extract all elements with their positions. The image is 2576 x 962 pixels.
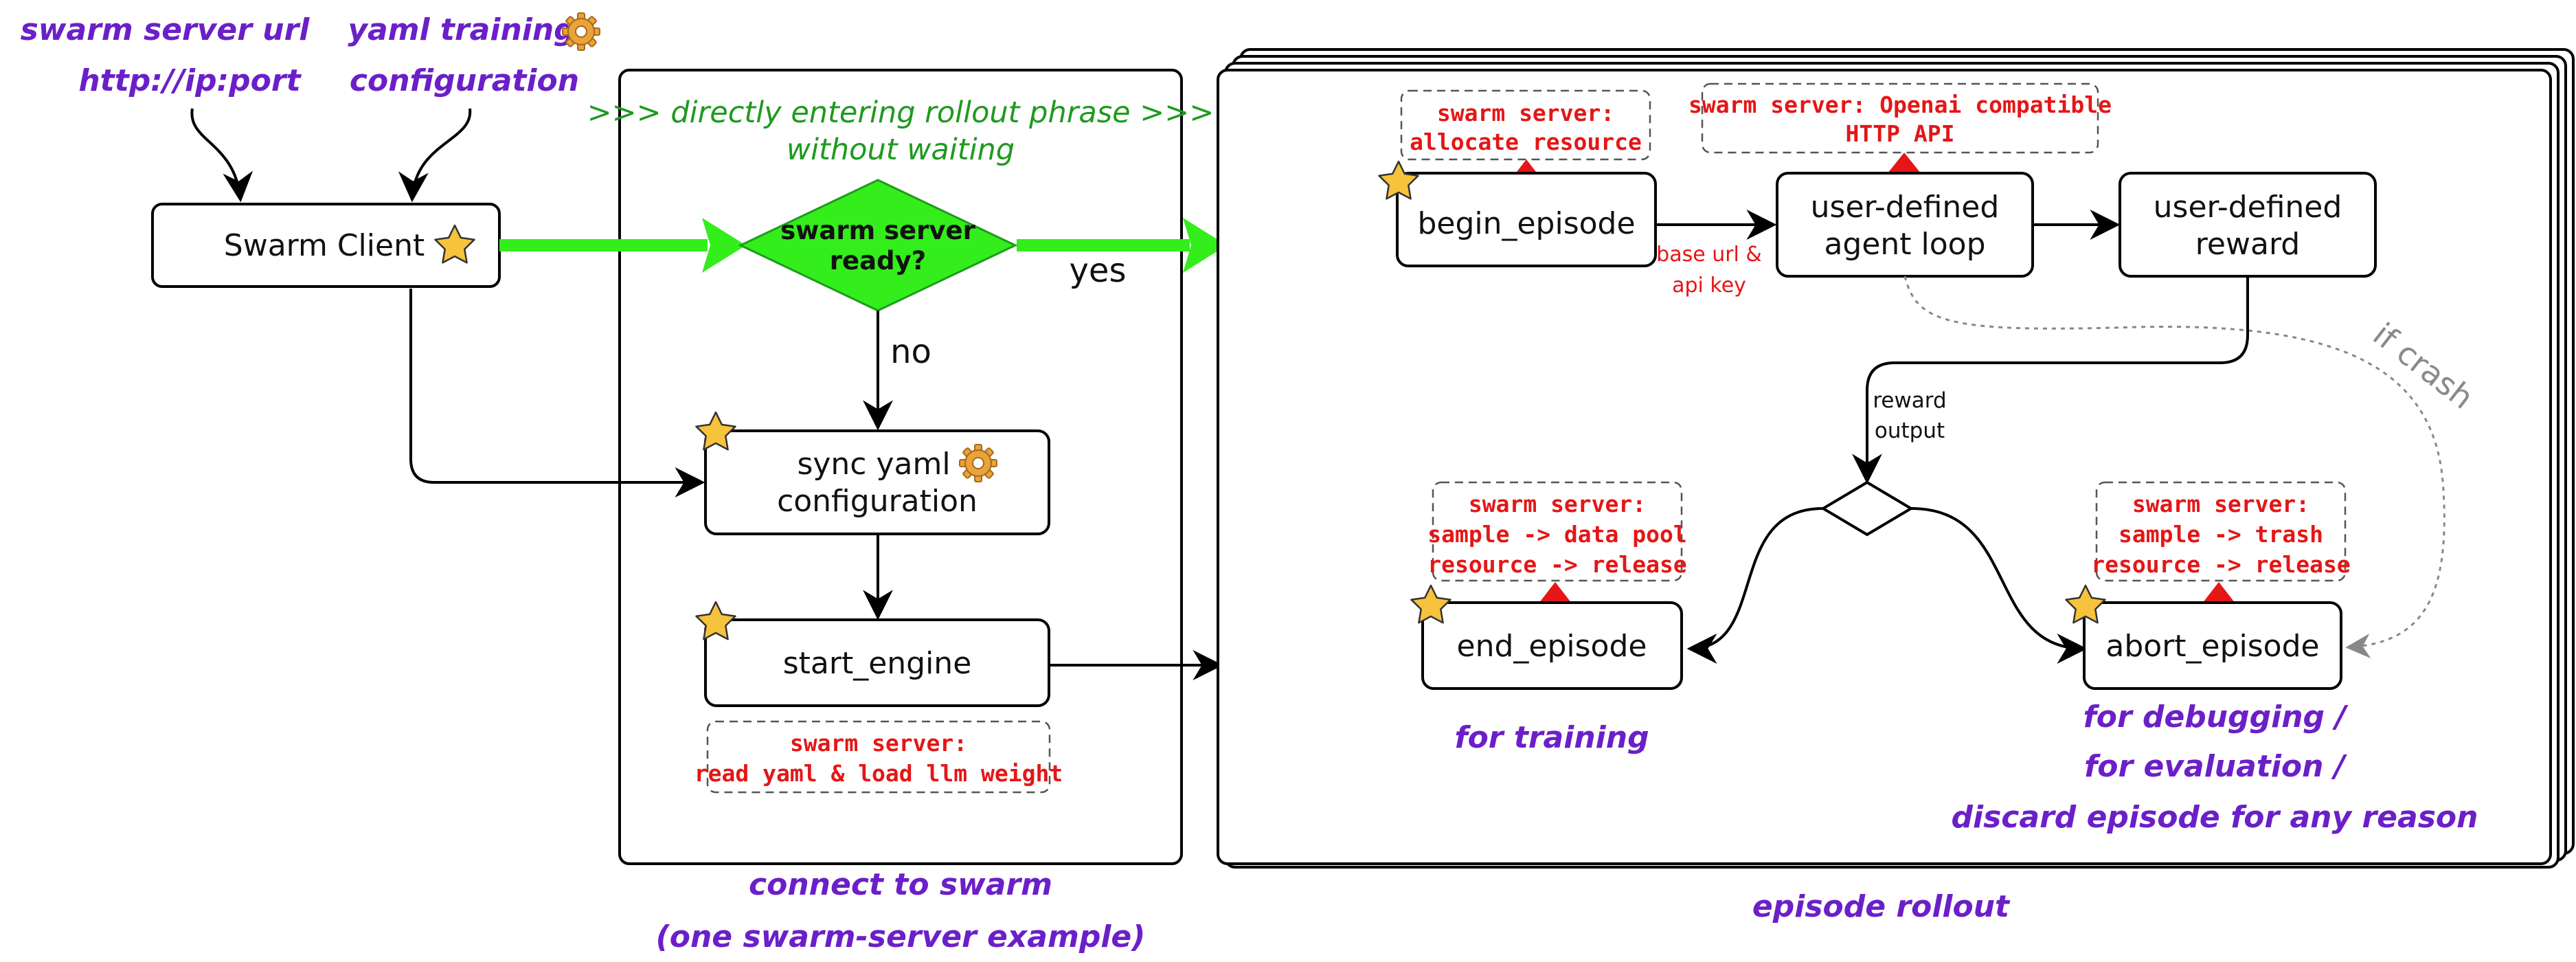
yaml-configuration-label: configuration — [350, 63, 579, 98]
start-engine-label: start_engine — [783, 646, 972, 681]
engine-note-line-2: read yaml & load llm weight — [694, 760, 1063, 787]
decision-to-end-arrow — [1686, 507, 1824, 664]
engine-note: swarm server: read yaml & load llm weigh… — [694, 720, 1063, 794]
abort-caption-line-1: for debugging / — [2083, 700, 2349, 735]
outcome-decision — [1820, 480, 1914, 537]
agent-line-2: agent loop — [1824, 227, 1985, 262]
gear-icon — [959, 444, 997, 482]
end-episode-label: end_episode — [1457, 629, 1647, 664]
reward-line-2: reward — [2195, 227, 2300, 262]
end-note-line-2: sample -> data pool — [1427, 521, 1687, 548]
agent-note: swarm server: Openai compatible HTTP API — [1688, 82, 2112, 154]
url-input-arrow — [190, 108, 253, 203]
agent-note-line-2: HTTP API — [1846, 120, 1955, 147]
connect-caption-line-1: connect to swarm — [749, 867, 1052, 902]
abort-episode-label: abort_episode — [2105, 629, 2319, 664]
abort-caption-line-2: for evaluation / — [2084, 749, 2348, 784]
swarm-url-label: swarm server url — [21, 12, 310, 47]
decision-line-1: swarm server — [780, 216, 975, 245]
server-ready-decision: swarm server ready? — [738, 179, 1018, 312]
sync-line-2: configuration — [777, 484, 978, 519]
connect-header-line-1: >>> directly entering rollout phrase >>> — [587, 96, 1214, 130]
base-url-line-2: api key — [1672, 273, 1746, 298]
engine-note-line-1: swarm server: — [790, 730, 967, 757]
start-engine-node: start_engine — [704, 618, 1050, 707]
base-url-line-1: base url & — [1656, 243, 1762, 267]
agent-note-pointer — [1888, 153, 1921, 173]
end-note-line-1: swarm server: — [1469, 491, 1646, 517]
agent-loop-node: user-defined agent loop — [1776, 172, 2034, 278]
decision-to-abort-arrow — [1910, 507, 2088, 664]
begin-episode-label: begin_episode — [1417, 206, 1635, 241]
rollout-caption: episode rollout — [1752, 889, 2011, 924]
end-caption: for training — [1454, 720, 1649, 755]
abort-caption-line-3: discard episode for any reason — [1952, 800, 2478, 835]
gear-icon — [562, 12, 600, 51]
abort-note-line-3: resource -> release — [2091, 551, 2351, 578]
begin-note: swarm server: allocate resource — [1400, 89, 1651, 161]
abort-note-pointer — [2202, 582, 2235, 603]
swarm-url-value: http://ip:port — [78, 63, 302, 98]
yaml-input-arrow — [398, 108, 472, 203]
sync-yaml-node: sync yaml configuration — [704, 429, 1050, 535]
swarm-client-node: Swarm Client — [151, 203, 501, 288]
connect-header-line-2: without waiting — [787, 133, 1015, 167]
yes-label: yes — [1070, 251, 1127, 290]
agent-line-1: user-defined — [1811, 190, 2000, 225]
end-note-line-3: resource -> release — [1427, 551, 1687, 578]
no-label: no — [890, 333, 931, 371]
sync-line-1: sync yaml — [797, 447, 950, 482]
client-to-sync-arrow — [409, 289, 705, 497]
abort-note-line-2: sample -> trash — [2119, 521, 2323, 548]
end-note: swarm server: sample -> data pool resour… — [1427, 481, 1687, 582]
reward-line-1: user-defined — [2154, 190, 2342, 225]
agent-note-line-1: swarm server: Openai compatible — [1688, 91, 2112, 118]
abort-note: swarm server: sample -> trash resource -… — [2091, 481, 2351, 582]
crash-path — [1903, 276, 2445, 659]
reward-to-decision-arrow — [1852, 276, 2249, 484]
reward-output-line-1: reward — [1873, 388, 1946, 413]
abort-note-line-1: swarm server: — [2132, 491, 2309, 517]
reward-output-line-2: output — [1875, 418, 1945, 443]
begin-note-line-1: swarm server: — [1437, 100, 1614, 126]
begin-episode-node: begin_episode — [1396, 172, 1657, 267]
swarm-client-label: Swarm Client — [224, 228, 425, 263]
connect-caption-line-2: (one swarm-server example) — [656, 919, 1146, 954]
decision-line-2: ready? — [830, 246, 926, 276]
connect-panel-frame — [618, 69, 1183, 865]
begin-note-line-2: allocate resource — [1410, 128, 1642, 155]
end-episode-node: end_episode — [1421, 601, 1683, 690]
end-note-pointer — [1539, 582, 1572, 603]
abort-episode-node: abort_episode — [2083, 601, 2342, 690]
yaml-training-label: yaml training — [348, 12, 575, 47]
reward-node: user-defined reward — [2119, 172, 2377, 278]
